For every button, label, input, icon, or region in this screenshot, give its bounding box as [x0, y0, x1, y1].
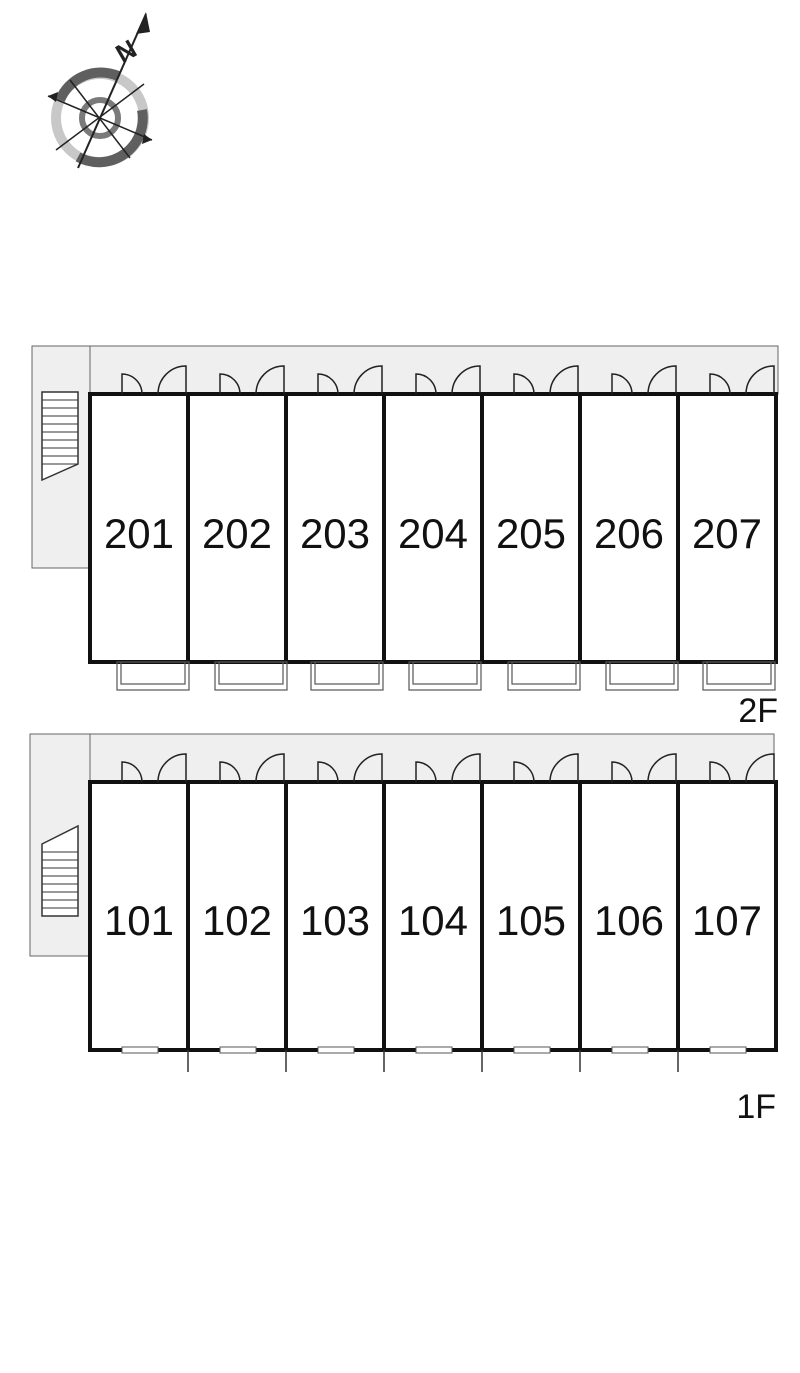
unit-label-202: 202: [202, 510, 272, 557]
doors-1f: [121, 753, 775, 783]
compass-rose-icon: N: [47, 12, 153, 169]
windows-1f: [121, 1046, 747, 1054]
unit-label-104: 104: [398, 897, 468, 944]
unit-label-203: 203: [300, 510, 370, 557]
unit-label-206: 206: [594, 510, 664, 557]
staircase-2f: [41, 391, 79, 482]
garden-dividers-1f: [187, 1050, 679, 1072]
floor-label-2f: 2F: [738, 692, 778, 730]
unit-label-205: 205: [496, 510, 566, 557]
corridor-1f: [29, 733, 775, 783]
corridor-2f: [31, 345, 779, 395]
staircase-1f: [41, 824, 79, 917]
unit-label-101: 101: [104, 897, 174, 944]
unit-label-103: 103: [300, 897, 370, 944]
unit-label-105: 105: [496, 897, 566, 944]
unit-label-106: 106: [594, 897, 664, 944]
doors-2f: [121, 365, 775, 395]
balconies-2f: [116, 661, 776, 691]
north-label: N: [110, 33, 141, 68]
unit-label-201: 201: [104, 510, 174, 557]
floor-1f: 101 102 103 104 105 106 107 1F: [29, 733, 778, 1126]
unit-label-107: 107: [692, 897, 762, 944]
unit-label-207: 207: [692, 510, 762, 557]
unit-label-204: 204: [398, 510, 468, 557]
floor-2f: 201 202 203 204 205 206 207 2F: [31, 345, 779, 730]
floor-label-1f: 1F: [736, 1088, 776, 1126]
unit-label-102: 102: [202, 897, 272, 944]
